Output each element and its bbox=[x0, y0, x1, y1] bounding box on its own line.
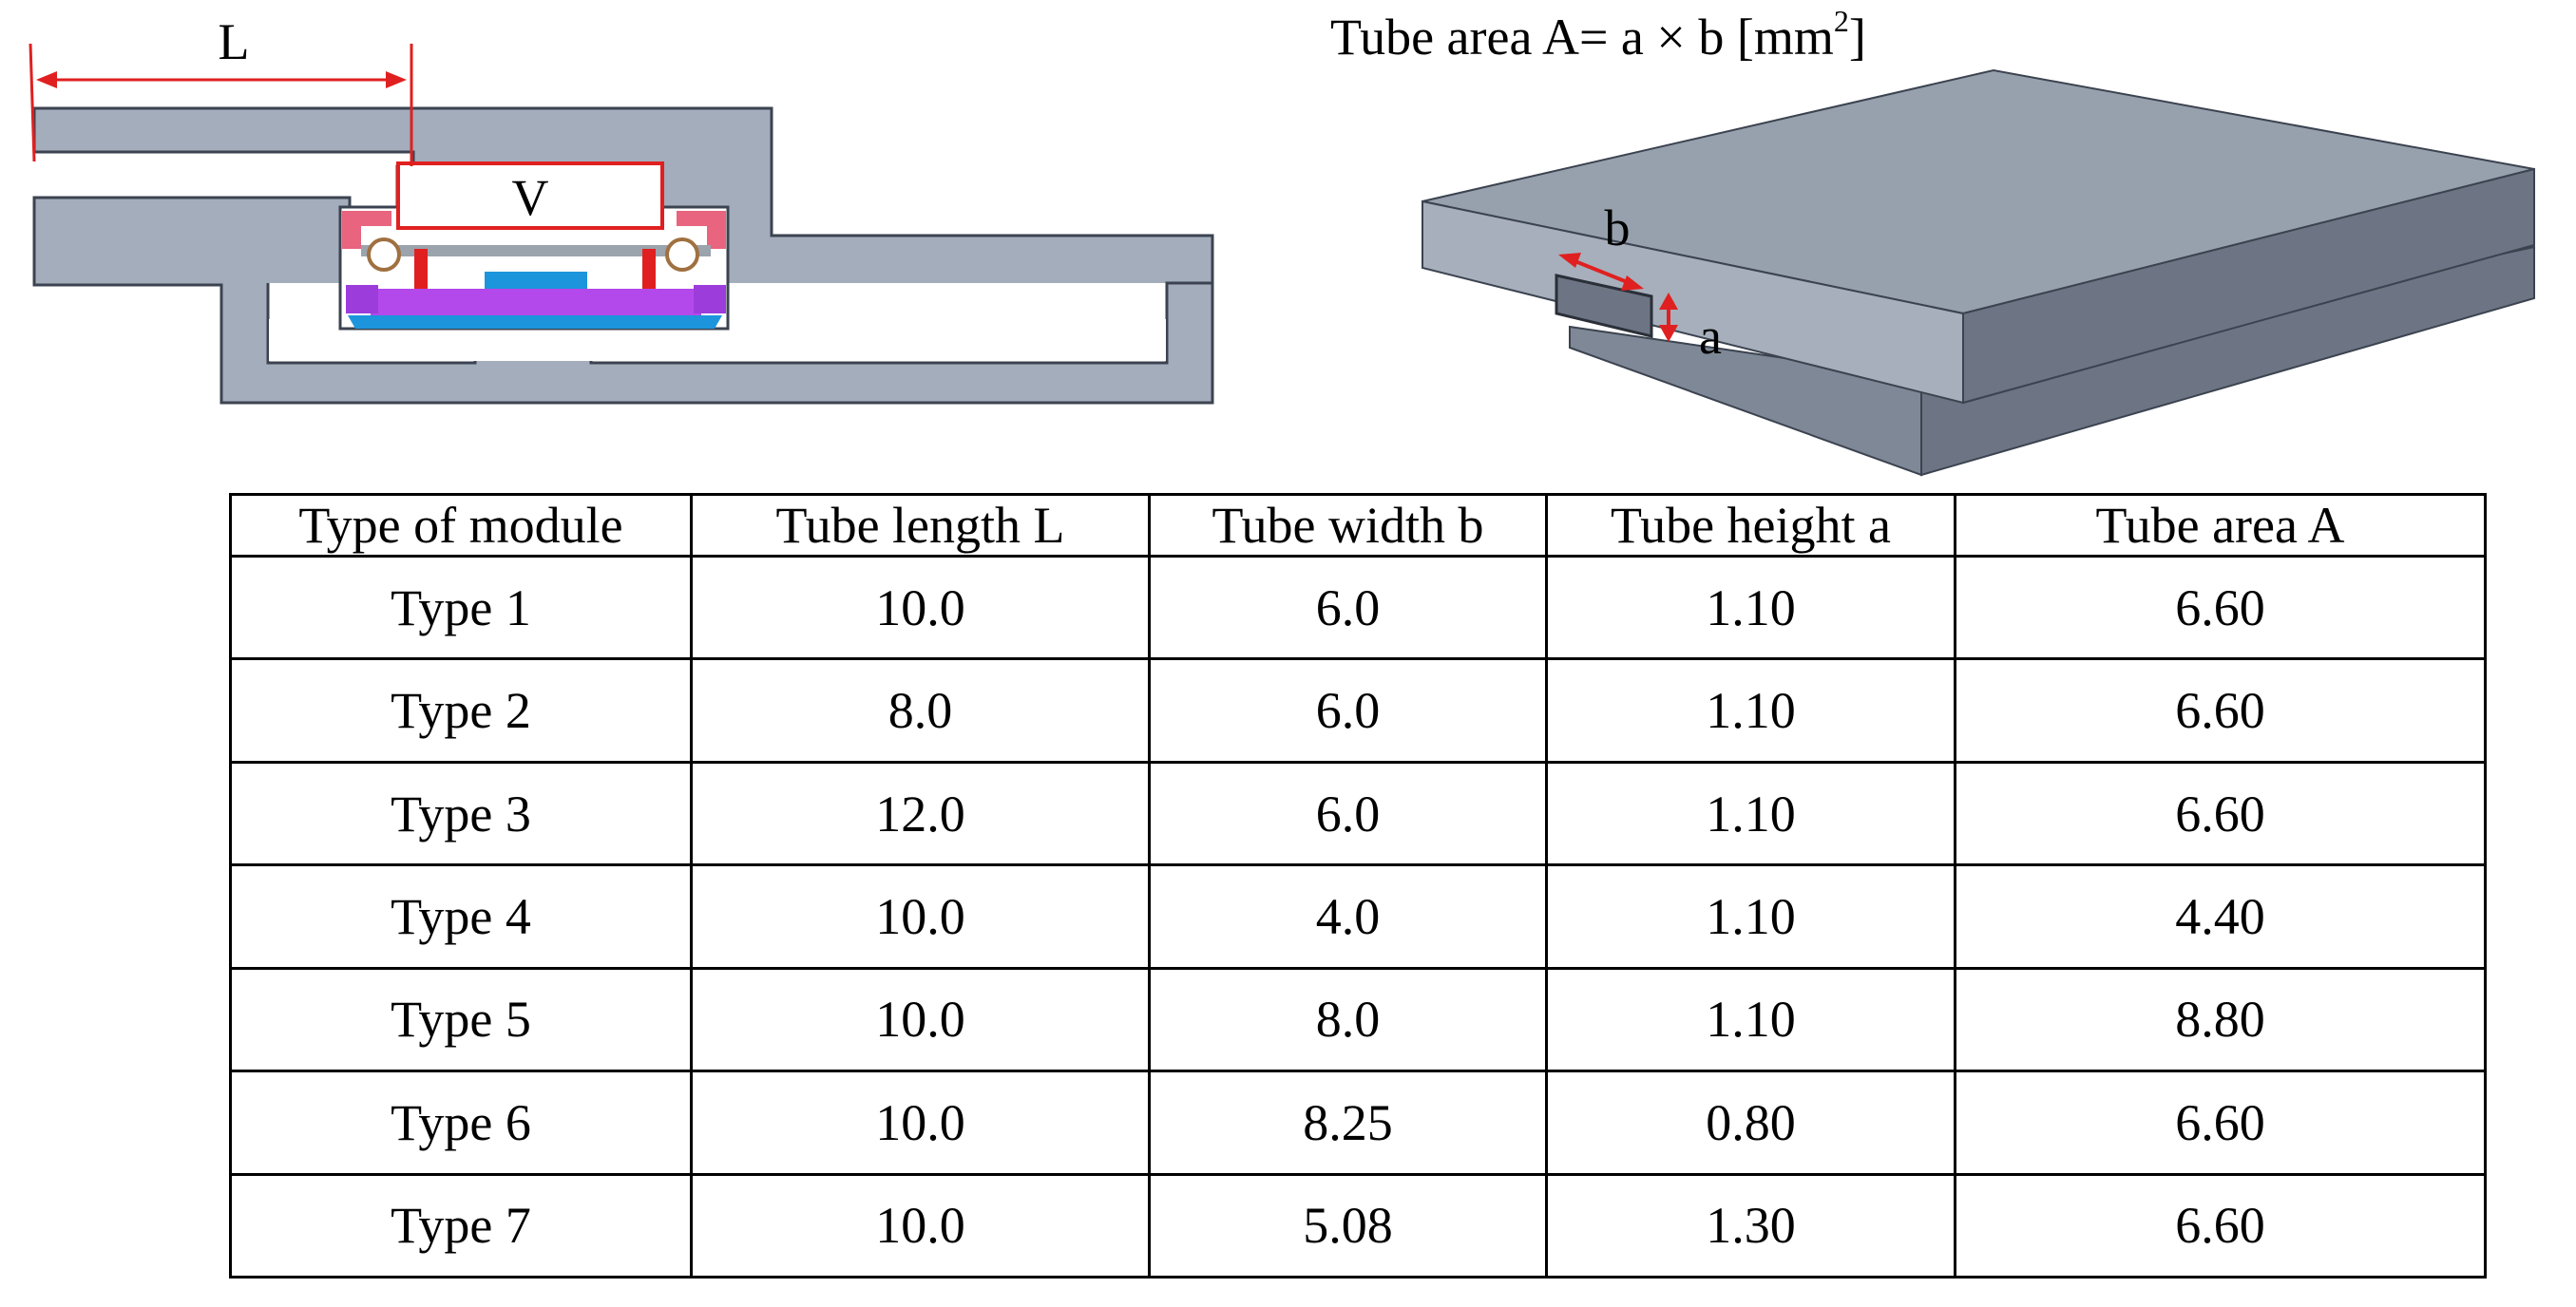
volume-box bbox=[396, 161, 664, 230]
blue-base bbox=[348, 315, 722, 329]
left-pin bbox=[414, 249, 428, 298]
cell-type: Type 5 bbox=[229, 966, 693, 1073]
right-pin bbox=[642, 249, 656, 298]
circuit-board bbox=[371, 289, 701, 315]
cell-height: 1.10 bbox=[1545, 760, 1956, 867]
cell-area: 4.40 bbox=[1954, 863, 2487, 970]
pcb-top-layer bbox=[361, 245, 711, 256]
table-row: Type 2 8.0 6.0 1.10 6.60 bbox=[229, 657, 2487, 764]
tube-opening bbox=[1555, 274, 1653, 338]
table-row: Type 7 10.0 5.08 1.30 6.60 bbox=[229, 1172, 2487, 1279]
left-spring-contact bbox=[367, 237, 401, 272]
cell-length: 10.0 bbox=[690, 966, 1151, 1073]
width-arrow-end bbox=[1621, 275, 1644, 291]
cell-width: 4.0 bbox=[1148, 863, 1548, 970]
cell-area: 6.60 bbox=[1954, 657, 2487, 764]
right-spring-contact bbox=[665, 237, 699, 272]
table-row: Type 6 10.0 8.25 0.80 6.60 bbox=[229, 1070, 2487, 1176]
cell-width: 6.0 bbox=[1148, 657, 1548, 764]
left-gasket bbox=[342, 211, 391, 249]
cell-length: 10.0 bbox=[690, 863, 1151, 970]
cell-height: 1.10 bbox=[1545, 657, 1956, 764]
header-area: Tube area A bbox=[1954, 493, 2487, 558]
height-arrow-bottom bbox=[1659, 325, 1678, 342]
width-label: b bbox=[1605, 199, 1631, 256]
cell-area: 6.60 bbox=[1954, 1070, 2487, 1176]
cell-height: 1.10 bbox=[1545, 863, 1956, 970]
width-dimension-line bbox=[1567, 256, 1635, 287]
module-cross-section: V L bbox=[29, 13, 1214, 405]
width-arrow-start bbox=[1558, 253, 1581, 268]
cell-area: 6.60 bbox=[1954, 554, 2487, 661]
cell-type: Type 7 bbox=[229, 1172, 693, 1279]
right-board-tab bbox=[694, 285, 726, 313]
cell-length: 10.0 bbox=[690, 1172, 1151, 1279]
header-type: Type of module bbox=[229, 493, 693, 558]
cell-length: 10.0 bbox=[690, 554, 1151, 661]
module-spec-table: Type of module Tube length L Tube width … bbox=[229, 493, 2487, 1279]
table-header-row: Type of module Tube length L Tube width … bbox=[229, 493, 2487, 558]
cell-type: Type 2 bbox=[229, 657, 693, 764]
cell-width: 6.0 bbox=[1148, 760, 1548, 867]
cell-area: 6.60 bbox=[1954, 1172, 2487, 1279]
table-row: Type 4 10.0 4.0 1.10 4.40 bbox=[229, 863, 2487, 970]
header-height: Tube height a bbox=[1545, 493, 1956, 558]
cell-width: 8.25 bbox=[1148, 1070, 1548, 1176]
header-width: Tube width b bbox=[1148, 493, 1548, 558]
right-gasket bbox=[677, 211, 726, 249]
cell-area: 8.80 bbox=[1954, 966, 2487, 1073]
tube-area-formula: Tube area A= a × b [mm2] bbox=[1330, 4, 1866, 66]
height-label: a bbox=[1699, 308, 1722, 365]
left-board-tab bbox=[346, 285, 378, 313]
cell-length: 12.0 bbox=[690, 760, 1151, 867]
table-row: Type 5 10.0 8.0 1.10 8.80 bbox=[229, 966, 2487, 1073]
length-arrow-left bbox=[36, 71, 57, 88]
cell-type: Type 4 bbox=[229, 863, 693, 970]
cell-width: 5.08 bbox=[1148, 1172, 1548, 1279]
cell-width: 6.0 bbox=[1148, 554, 1548, 661]
cell-type: Type 1 bbox=[229, 554, 693, 661]
sensor-chip bbox=[485, 272, 587, 289]
cell-height: 1.10 bbox=[1545, 966, 1956, 1073]
volume-label: V bbox=[512, 169, 549, 226]
length-label: L bbox=[219, 13, 250, 70]
cell-width: 8.0 bbox=[1148, 966, 1548, 1073]
header-length: Tube length L bbox=[690, 493, 1151, 558]
cell-type: Type 3 bbox=[229, 760, 693, 867]
height-arrow-top bbox=[1659, 293, 1678, 310]
upper-block-right bbox=[1962, 167, 2535, 405]
length-arrow-right bbox=[386, 71, 407, 88]
table-row: Type 3 12.0 6.0 1.10 6.60 bbox=[229, 760, 2487, 867]
cell-height: 0.80 bbox=[1545, 1070, 1956, 1176]
cell-type: Type 6 bbox=[229, 1070, 693, 1176]
cell-length: 8.0 bbox=[690, 657, 1151, 764]
tube-isometric-view: b a bbox=[1422, 68, 2535, 477]
table-row: Type 1 10.0 6.0 1.10 6.60 bbox=[229, 554, 2487, 661]
length-ext-left bbox=[29, 43, 36, 162]
cell-height: 1.30 bbox=[1545, 1172, 1956, 1279]
cell-height: 1.10 bbox=[1545, 554, 1956, 661]
cell-length: 10.0 bbox=[690, 1070, 1151, 1176]
cell-area: 6.60 bbox=[1954, 760, 2487, 867]
